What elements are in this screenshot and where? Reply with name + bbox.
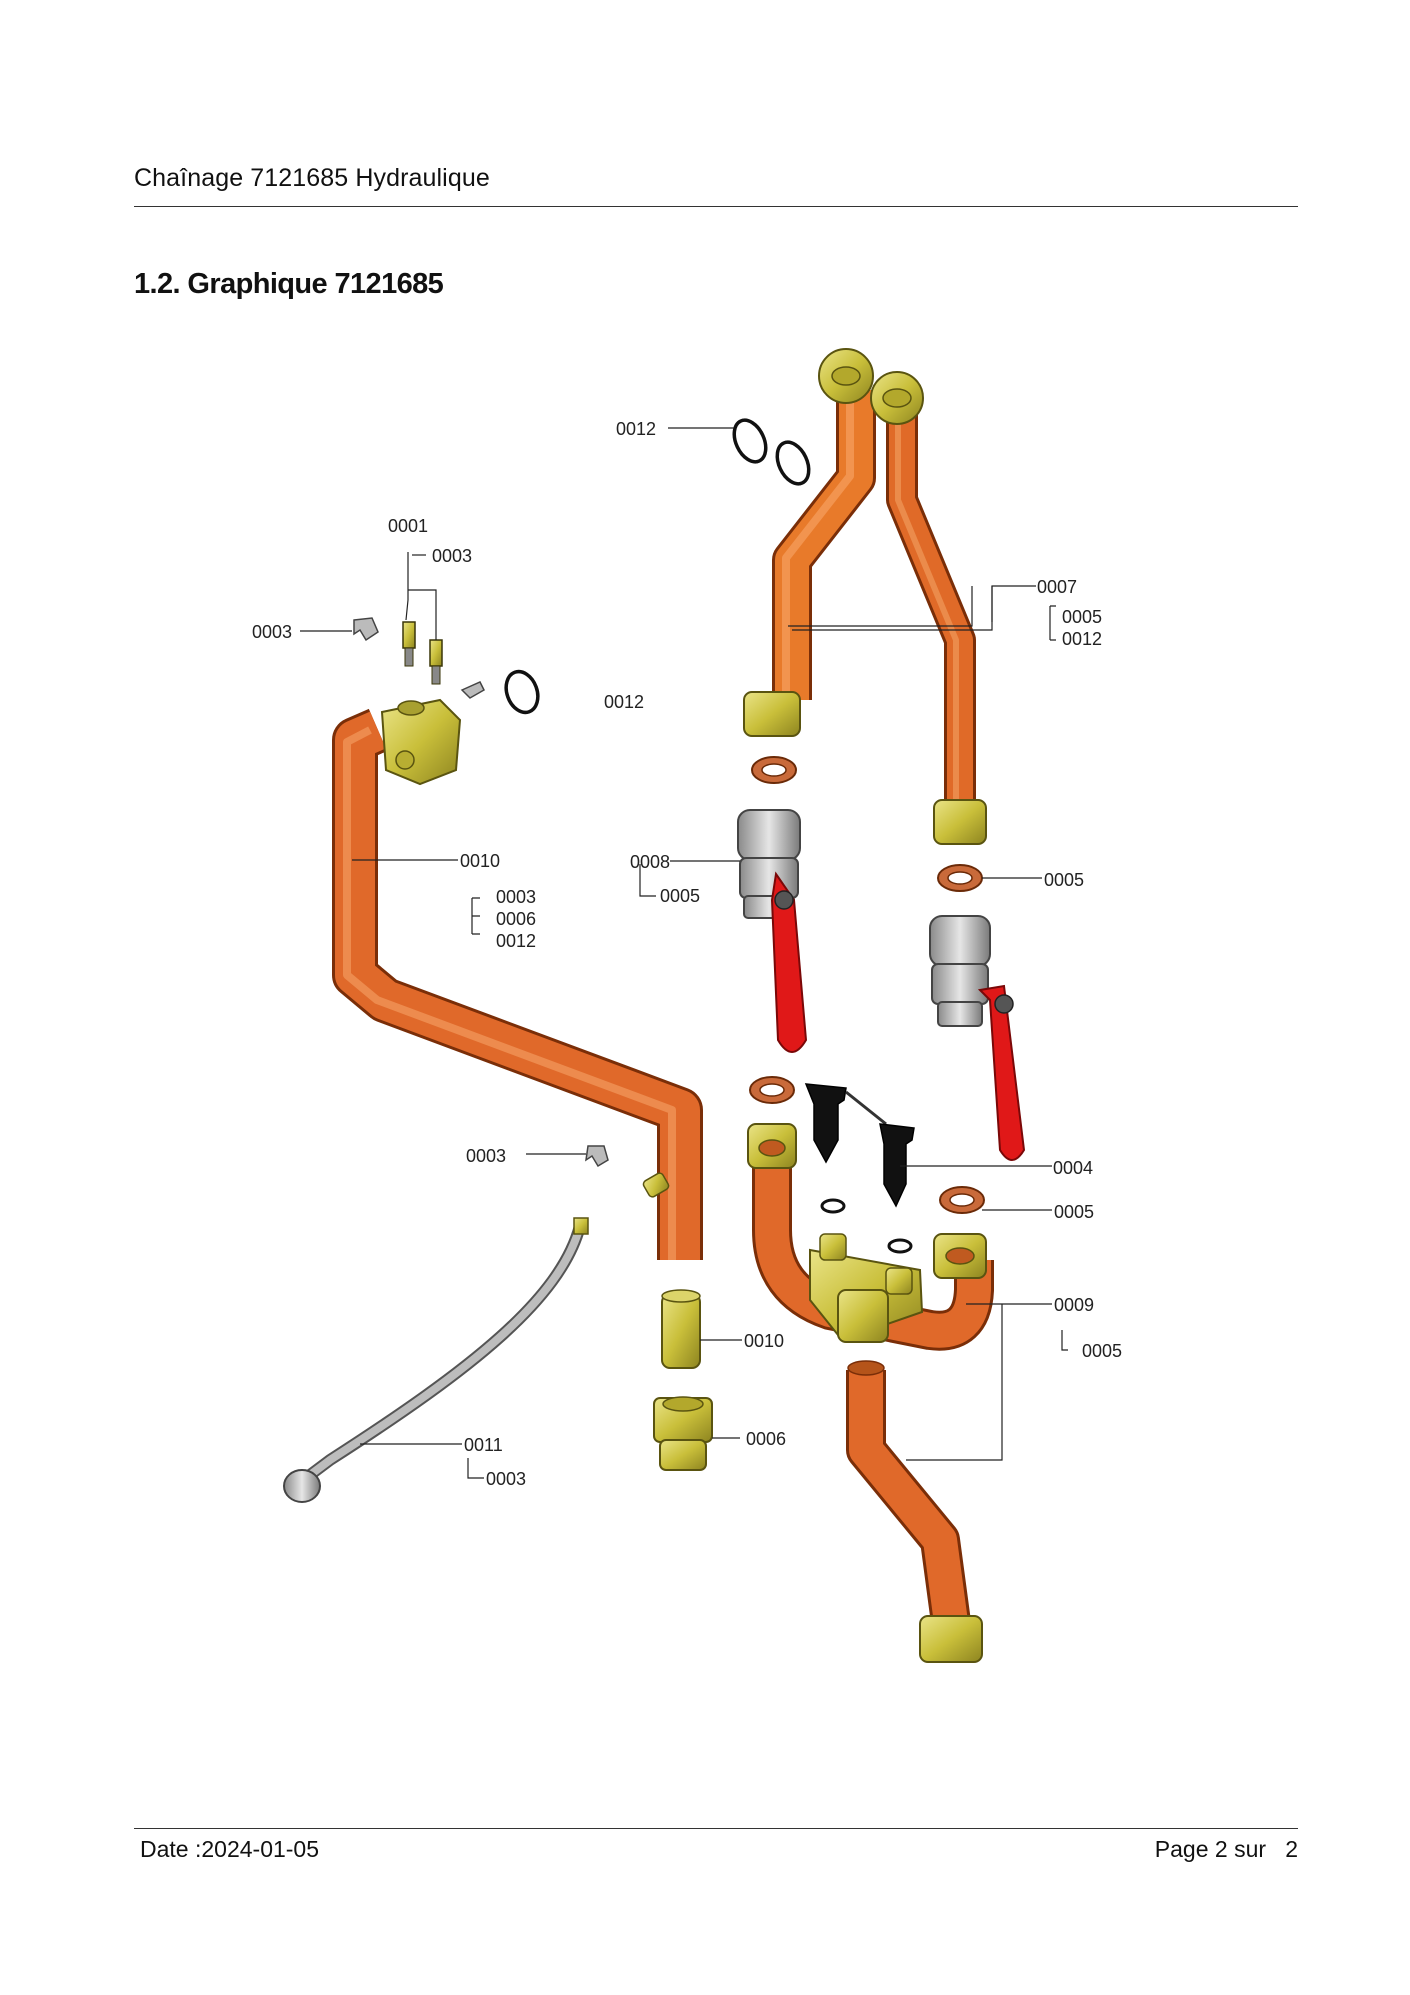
manifold-0009 <box>747 1123 994 1351</box>
label-0008: 0008 <box>630 852 670 872</box>
pipe-0007-left <box>772 390 876 700</box>
drain-valve-insert-left <box>402 621 416 667</box>
label-0006-b: 0006 <box>746 1429 786 1449</box>
footer-page-number: Page 2 sur 2 <box>1154 1836 1298 1862</box>
clip-0003-small <box>460 681 485 699</box>
brass-nipple-0006 <box>653 1396 713 1471</box>
label-0005-b: 0005 <box>660 886 700 906</box>
label-0012-b: 0012 <box>1062 629 1102 649</box>
leader-lines <box>300 427 1068 1479</box>
gasket-0005-d <box>939 1186 985 1214</box>
o-ring-0012-left <box>504 669 540 715</box>
o-ring-0012-top <box>732 418 811 486</box>
gasket-0005-c <box>749 1076 795 1104</box>
label-0012-top: 0012 <box>616 419 656 439</box>
air-vent-0004-left <box>804 1083 887 1214</box>
gasket-0005-a <box>751 756 797 784</box>
section-title: 1.2. Graphique 7121685 <box>134 268 444 300</box>
label-0005-a: 0005 <box>1062 607 1102 627</box>
label-0005-d: 0005 <box>1054 1202 1094 1222</box>
label-0003-c: 0003 <box>496 887 536 907</box>
drain-valve-insert-right <box>429 639 443 685</box>
brass-tee-fitting-0001 <box>380 698 462 786</box>
brass-nut-0007-right <box>933 799 987 845</box>
ball-valve-right <box>929 915 1026 1161</box>
pipe-0007-right <box>886 410 976 800</box>
document-header-title: Chaînage 7121685 Hydraulique <box>134 164 490 192</box>
gasket-0005-b <box>937 864 983 892</box>
label-0005-c: 0005 <box>1044 870 1084 890</box>
label-0003-d: 0003 <box>466 1146 506 1166</box>
brass-nut-0007-left <box>743 691 801 737</box>
label-0004: 0004 <box>1053 1158 1093 1178</box>
pipe-0010-main <box>332 708 703 1260</box>
label-0001: 0001 <box>388 516 428 536</box>
flexible-hose-0011 <box>283 1217 589 1503</box>
brass-sleeve-0010 <box>661 1289 701 1369</box>
label-0010-b: 0010 <box>744 1331 784 1351</box>
label-0006-a: 0006 <box>496 909 536 929</box>
label-0003-b: 0003 <box>252 622 292 642</box>
label-0009: 0009 <box>1054 1295 1094 1315</box>
label-0003-e: 0003 <box>486 1469 526 1489</box>
label-0010-a: 0010 <box>460 851 500 871</box>
label-0011: 0011 <box>464 1435 503 1455</box>
small-stub-fitting <box>642 1172 670 1198</box>
ball-valve-0008-left <box>737 809 808 1053</box>
label-0003-a: 0003 <box>432 546 472 566</box>
footer-rule <box>134 1828 1298 1829</box>
header-rule <box>134 206 1298 207</box>
label-0012-mid: 0012 <box>604 692 644 712</box>
label-0007: 0007 <box>1037 577 1077 597</box>
label-0012-c: 0012 <box>496 931 536 951</box>
pipe-s-bend-lower <box>846 1360 983 1663</box>
air-vent-0004-right <box>879 1123 915 1254</box>
part-labels: 0012 0001 0003 0003 0012 0007 0005 0012 … <box>252 419 1122 1489</box>
brass-connector-top-right <box>870 371 924 425</box>
footer-date: Date :2024-01-05 <box>140 1836 320 1862</box>
clip-0003-left <box>353 617 379 642</box>
brass-connector-top-left <box>818 348 874 404</box>
clip-0003-mid <box>585 1145 609 1168</box>
label-0005-e: 0005 <box>1082 1341 1122 1361</box>
